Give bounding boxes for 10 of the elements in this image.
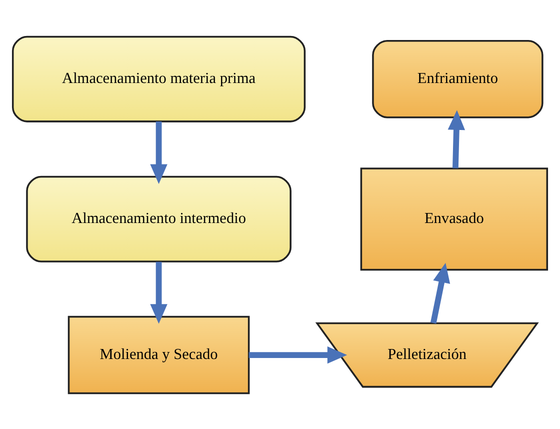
arrow [150, 261, 168, 324]
node-box: Almacenamiento materia prima [12, 35, 306, 122]
node-box: Molienda y Secado [68, 315, 250, 394]
node-box: Envasado [360, 167, 548, 270]
arrow [150, 121, 168, 184]
arrow [248, 346, 348, 364]
arrow [430, 262, 450, 324]
node-box: Enfriamiento [372, 39, 544, 118]
arrow [448, 110, 466, 168]
node-box: Almacenamiento intermedio [26, 175, 292, 262]
